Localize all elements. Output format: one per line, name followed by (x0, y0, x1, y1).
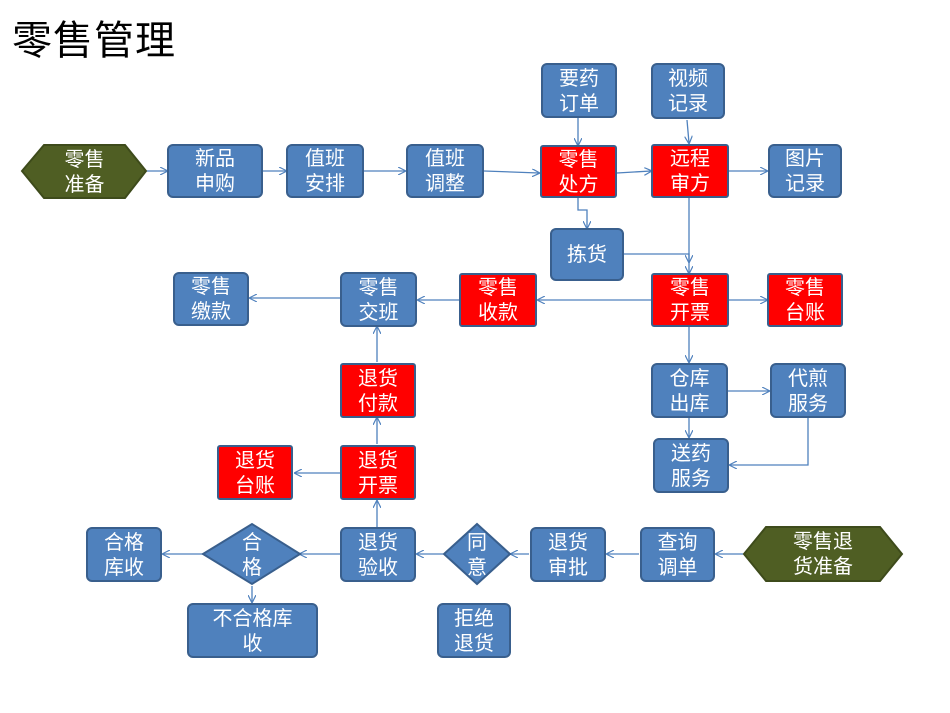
query-order-node: 查询 调单 (640, 527, 715, 582)
refund-invoice-node: 退货 开票 (340, 445, 416, 500)
remote-review-node: 远程 审方 (651, 144, 729, 198)
connector (624, 253, 689, 262)
refund-prep-node: 零售退 货准备 (793, 529, 853, 578)
retail-invoice-node: 零售 开票 (651, 273, 729, 327)
retail-ledger-node: 零售 台账 (767, 273, 843, 327)
delivery-service-node: 送药 服务 (653, 438, 729, 493)
connector (687, 119, 689, 143)
page-title: 零售管理 (12, 18, 176, 64)
retail-handover-node: 零售 交班 (340, 272, 417, 327)
reject-refund-node: 拒绝 退货 (437, 603, 511, 658)
retail-pay-node: 零售 缴款 (173, 272, 249, 326)
refund-approve-node: 退货 审批 (530, 527, 606, 582)
shift-arrange-node: 值班 安排 (286, 144, 364, 198)
connector (577, 198, 587, 228)
refund-prep-hexagon (742, 526, 904, 582)
photo-record-node: 图片 记录 (768, 144, 842, 198)
decoct-service-node: 代煎 服务 (770, 363, 846, 418)
connector (483, 171, 539, 173)
refund-payment-node: 退货 付款 (340, 363, 416, 418)
retail-prescription-node: 零售 处方 (540, 145, 617, 198)
video-record-node: 视频 记录 (651, 63, 725, 119)
connector (616, 171, 651, 173)
drug-order-node: 要药 订单 (541, 63, 617, 118)
shift-adjust-node: 值班 调整 (406, 144, 484, 198)
connector (730, 418, 809, 465)
retail-prep-node: 零售 准备 (64, 146, 105, 196)
warehouse-out-node: 仓库 出库 (651, 363, 728, 418)
refund-inspect-node: 退货 验收 (340, 527, 416, 582)
pick-goods-node: 拣货 (550, 228, 624, 281)
agree-diamond (442, 522, 512, 586)
qualified-diamond (201, 522, 302, 586)
refund-ledger-node: 退货 台账 (217, 445, 293, 500)
retail-collect-node: 零售 收款 (459, 273, 537, 327)
unqualified-store-node: 不合格库 收 (187, 603, 318, 658)
agree-check-node: 同 意 (467, 530, 487, 579)
new-purchase-node: 新品 申购 (167, 144, 263, 198)
qualified-check-node: 合 格 (242, 530, 262, 579)
retail-prep-hexagon (20, 144, 148, 199)
qualified-store-node: 合格 库收 (86, 527, 162, 582)
